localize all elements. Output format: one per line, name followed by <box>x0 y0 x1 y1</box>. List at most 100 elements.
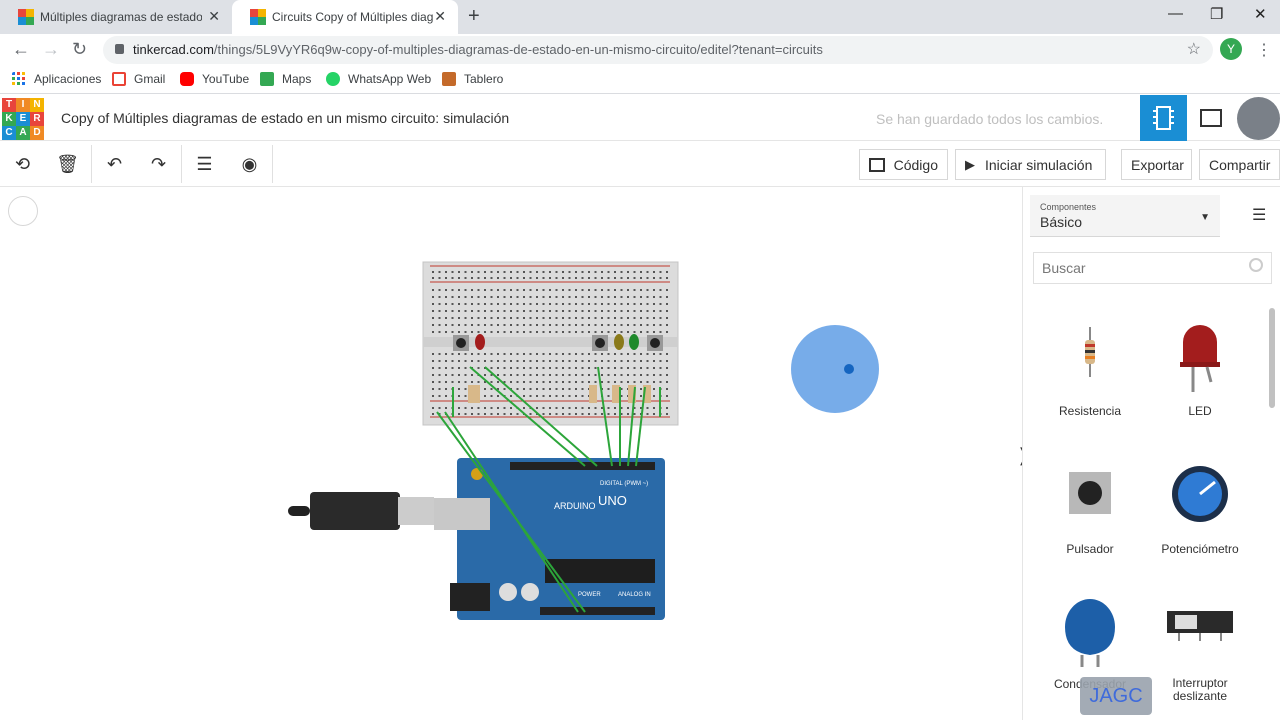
play-icon: ▶ <box>965 156 975 172</box>
search-input[interactable]: Buscar <box>1033 252 1272 284</box>
browser-tab-2[interactable]: Circuits Copy of Múltiples diagra ✕ <box>232 0 458 34</box>
bookmark-star-icon[interactable]: ☆ <box>1186 41 1201 58</box>
undo-icon[interactable]: ↶ <box>106 154 123 174</box>
resistor[interactable] <box>643 385 651 403</box>
close-icon[interactable]: ✕ <box>208 8 220 24</box>
tab-title: Circuits Copy of Múltiples diagra <box>272 10 434 24</box>
toolbar-divider <box>272 145 273 183</box>
component-resistor[interactable]: Resistencia <box>1035 322 1145 422</box>
rotate-icon[interactable]: ⟲ <box>14 154 31 174</box>
forward-icon[interactable]: → <box>42 39 60 59</box>
window-close-icon[interactable]: ✕ <box>1254 6 1267 23</box>
bookmark-gmail[interactable]: Gmail <box>112 72 165 86</box>
notes-icon[interactable]: ☰ <box>196 154 213 174</box>
analog-label: ANALOG IN <box>618 592 651 598</box>
redo-icon[interactable]: ↷ <box>150 154 167 174</box>
search-icon <box>1249 258 1263 272</box>
bookmark-label: Tablero <box>464 72 504 86</box>
resistor[interactable] <box>628 385 636 403</box>
youtube-icon <box>180 72 194 86</box>
menu-icon[interactable]: ⋮ <box>1256 42 1272 59</box>
bookmark-label: YouTube <box>202 72 250 86</box>
resistor[interactable] <box>468 385 480 403</box>
user-avatar[interactable] <box>1237 97 1280 140</box>
components-panel: Componentes Básico ▼ ☰ Buscar Resistenci… <box>1022 187 1280 720</box>
component-led[interactable]: LED <box>1145 322 1255 422</box>
schematic-view-icon[interactable] <box>1200 109 1222 127</box>
pushbutton-icon <box>1069 472 1111 514</box>
component-slide-switch[interactable]: Interruptor deslizante <box>1145 597 1255 707</box>
watermark: JAGC <box>1080 677 1152 715</box>
fit-view-button[interactable] <box>8 196 38 226</box>
component-potentiometer[interactable]: Potenciómetro <box>1145 462 1255 562</box>
app-header: T I N K E R C A D Copy of Múltiples diag… <box>0 95 1280 141</box>
share-button[interactable]: Compartir <box>1199 149 1280 180</box>
address-bar-row: ← → ↻ tinkercad.com/things/5L9VyYR6q9w-c… <box>0 34 1280 66</box>
power-label: POWER <box>578 592 601 598</box>
pushbutton-2[interactable] <box>592 335 608 351</box>
wires[interactable] <box>436 366 661 613</box>
component-label: Interruptor deslizante <box>1172 676 1228 703</box>
workplane-canvas[interactable]: ARDUINO UNO DIGITAL (PWM ~) POWER ANALOG… <box>0 187 1022 720</box>
delete-icon[interactable]: 🗑 <box>56 154 79 174</box>
page-title[interactable]: Copy of Múltiples diagramas de estado en… <box>61 110 510 126</box>
board-brand: ARDUINO <box>554 501 596 511</box>
reload-icon[interactable]: ↻ <box>72 39 88 59</box>
resistor[interactable] <box>612 385 620 403</box>
panel-scrollbar[interactable] <box>1269 308 1275 408</box>
component-label: Potenciómetro <box>1161 542 1239 556</box>
share-label: Compartir <box>1209 156 1271 173</box>
tab-title: Múltiples diagramas de estado e <box>40 10 202 24</box>
pushbutton-1[interactable] <box>453 335 469 351</box>
bookmark-tablero[interactable]: Tablero <box>442 72 503 86</box>
lock-icon <box>115 44 124 54</box>
chevron-down-icon: ▼ <box>1200 212 1210 223</box>
circuit-view-button[interactable] <box>1140 95 1187 141</box>
minimize-icon[interactable]: — <box>1168 5 1183 22</box>
tinkercad-logo[interactable]: T I N K E R C A D <box>2 98 44 140</box>
resistor[interactable] <box>589 385 597 403</box>
list-view-icon[interactable]: ☰ <box>1252 207 1267 224</box>
bookmark-maps[interactable]: Maps <box>260 72 311 86</box>
profile-avatar[interactable]: Y <box>1220 38 1242 60</box>
pushbutton-3[interactable] <box>647 335 663 351</box>
start-simulation-button[interactable]: ▶ Iniciar simulación <box>955 149 1106 180</box>
component-label: Resistencia <box>1058 404 1122 418</box>
logo-letter: A <box>16 126 30 140</box>
tinkercad-favicon <box>18 9 34 25</box>
logo-letter: N <box>30 98 44 112</box>
led-green[interactable] <box>629 334 639 350</box>
logo-letter: R <box>30 112 44 126</box>
component-label: Pulsador <box>1066 542 1114 556</box>
logo-letter: C <box>2 126 16 140</box>
simulate-label: Iniciar simulación <box>985 156 1093 173</box>
url-field[interactable]: tinkercad.com/things/5L9VyYR6q9w-copy-of… <box>103 36 1213 64</box>
visibility-icon[interactable]: ◉ <box>241 154 258 174</box>
close-icon[interactable]: ✕ <box>434 8 446 24</box>
arduino-uno-board[interactable]: ARDUINO UNO DIGITAL (PWM ~) POWER ANALOG… <box>434 458 665 620</box>
browser-tab-strip: Múltiples diagramas de estado e ✕ Circui… <box>0 0 1280 34</box>
bookmark-apps[interactable]: Aplicaciones <box>12 72 101 86</box>
browser-tab-1[interactable]: Múltiples diagramas de estado e ✕ <box>0 0 232 34</box>
code-label: Código <box>893 156 938 173</box>
led-yellow[interactable] <box>614 334 624 350</box>
maximize-icon[interactable]: ❐ <box>1210 6 1224 23</box>
back-icon[interactable]: ← <box>12 39 30 59</box>
new-tab-icon[interactable]: + <box>468 5 480 27</box>
cursor-highlight <box>791 325 879 413</box>
apps-grid-icon <box>12 72 25 85</box>
code-button[interactable]: Código <box>859 149 948 180</box>
logo-letter: D <box>30 126 44 140</box>
components-dropdown[interactable]: Componentes Básico ▼ <box>1030 195 1220 237</box>
bookmark-youtube[interactable]: YouTube <box>180 72 249 86</box>
slide-switch-icon <box>1167 611 1233 641</box>
toolbar-divider <box>181 145 182 183</box>
component-pushbutton[interactable]: Pulsador <box>1035 462 1145 562</box>
bookmark-whatsapp[interactable]: WhatsApp Web <box>326 72 431 86</box>
usb-cable[interactable] <box>288 492 434 530</box>
led-red[interactable] <box>475 334 485 350</box>
export-button[interactable]: Exportar <box>1121 149 1192 180</box>
tinkercad-favicon <box>250 9 266 25</box>
url-host: tinkercad.com <box>133 42 214 57</box>
bookmark-label: WhatsApp Web <box>348 72 432 86</box>
